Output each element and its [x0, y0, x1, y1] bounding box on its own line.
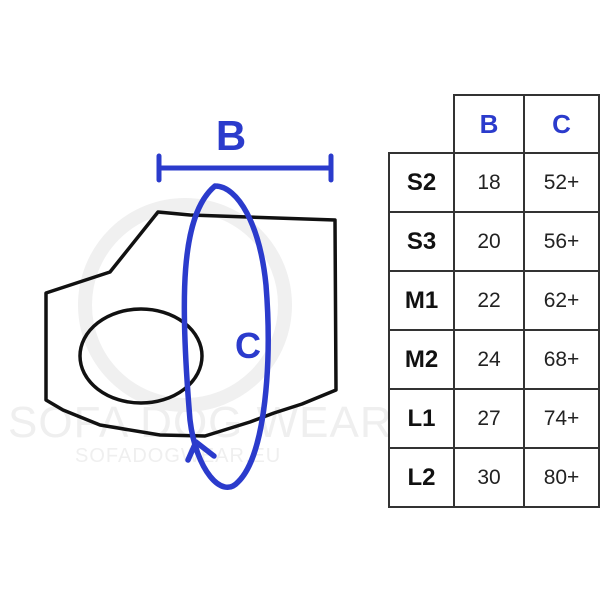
table-row: S3 20 56+ [388, 211, 600, 272]
table-row: L1 27 74+ [388, 388, 600, 449]
value-c: 56+ [523, 211, 600, 272]
label-b: B [216, 112, 246, 159]
watermark-url: SOFADOGWEAR.EU [75, 445, 282, 467]
label-c: C [235, 325, 261, 366]
garment-outline [44, 210, 338, 438]
size-label: S2 [388, 152, 455, 213]
value-c: 68+ [523, 329, 600, 390]
value-b: 22 [453, 270, 525, 331]
measure-b-bar [156, 153, 334, 183]
value-c: 52+ [523, 152, 600, 213]
header-b: B [453, 94, 525, 154]
table-row: S2 18 52+ [388, 152, 600, 213]
table-row: L2 30 80+ [388, 447, 600, 508]
size-label: L2 [388, 447, 455, 508]
table-header-row: B C [389, 94, 600, 154]
value-c: 62+ [523, 270, 600, 331]
table-row: M2 24 68+ [388, 329, 600, 390]
table-row: M1 22 62+ [388, 270, 600, 331]
value-c: 80+ [523, 447, 600, 508]
value-b: 18 [453, 152, 525, 213]
watermark-circle [78, 198, 292, 412]
size-label: S3 [388, 211, 455, 272]
header-c: C [523, 94, 600, 154]
value-b: 24 [453, 329, 525, 390]
leg-hole [78, 307, 204, 405]
value-c: 74+ [523, 388, 600, 449]
measure-c-arrowhead [185, 439, 217, 463]
size-label: M1 [388, 270, 455, 331]
size-label: L1 [388, 388, 455, 449]
value-b: 30 [453, 447, 525, 508]
size-table: B C S2 18 52+ S3 20 56+ M1 22 62+ M2 24 … [388, 94, 600, 508]
value-b: 20 [453, 211, 525, 272]
measure-c-loop [181, 183, 271, 490]
value-b: 27 [453, 388, 525, 449]
table-corner [389, 95, 455, 154]
size-label: M2 [388, 329, 455, 390]
